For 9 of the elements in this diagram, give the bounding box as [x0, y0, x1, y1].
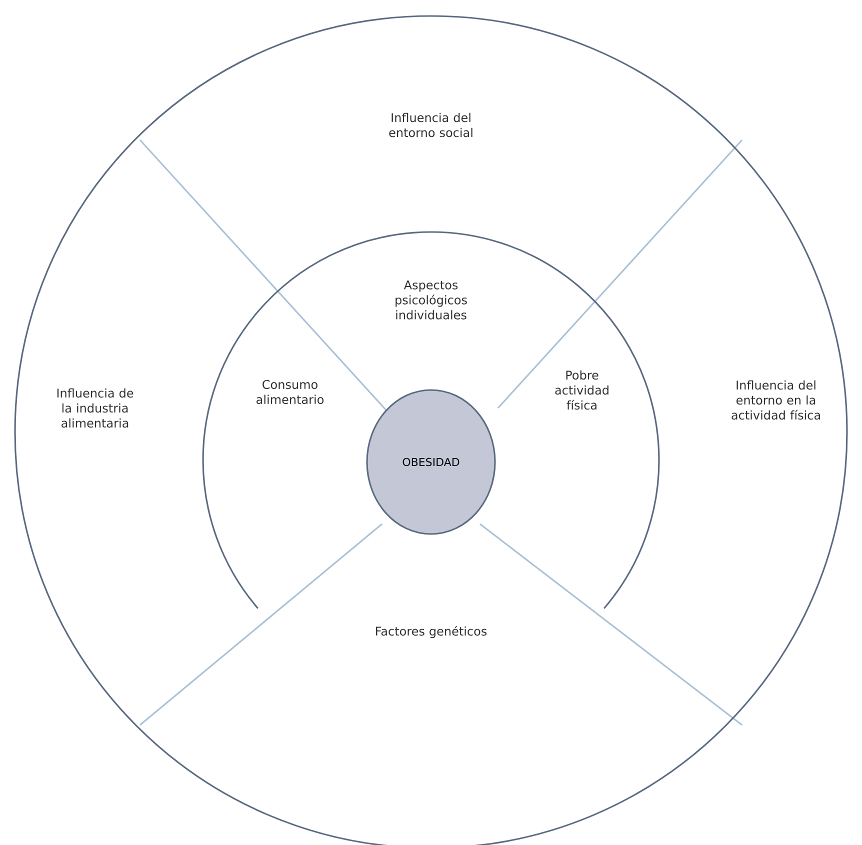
- sector-label: Pobre actividad física: [555, 370, 608, 410]
- sector-label: Factores genéticos: [376, 626, 487, 638]
- sector-label: Aspectos psicológicos individuales: [396, 280, 467, 320]
- outer-ring: [14, 15, 848, 845]
- sector-label: Influencia de la industria alimentaria: [57, 388, 134, 428]
- sector-label: Influencia del entorno en la actividad física: [732, 380, 820, 420]
- sector-label: Influencia del entorno social: [389, 112, 472, 138]
- sector-label: Consumo alimentario: [256, 380, 324, 404]
- inner-ring: [202, 232, 660, 609]
